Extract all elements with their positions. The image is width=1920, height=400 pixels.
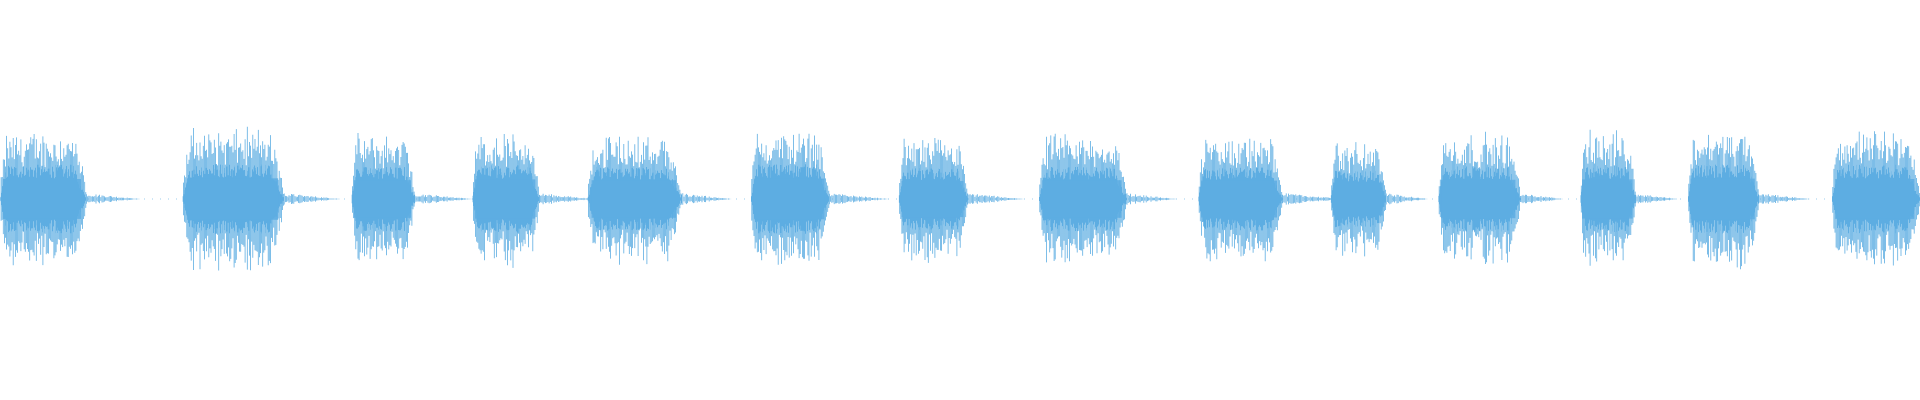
waveform-burst bbox=[587, 136, 732, 265]
waveform-burst-core bbox=[353, 180, 411, 218]
waveform-burst bbox=[1198, 138, 1343, 262]
waveform-burst-core bbox=[591, 180, 676, 218]
waveform-burst-core bbox=[3, 179, 82, 219]
waveform-burst-core bbox=[1441, 179, 1516, 219]
waveform-burst-core bbox=[1201, 180, 1278, 218]
waveform-burst-core bbox=[1835, 179, 1915, 219]
waveform-burst bbox=[182, 126, 340, 271]
waveform-burst-core bbox=[1332, 182, 1383, 216]
waveform-burst bbox=[1688, 134, 1810, 270]
waveform-burst bbox=[898, 138, 1024, 263]
waveform-burst bbox=[1438, 131, 1563, 264]
waveform-burst-core bbox=[1690, 178, 1755, 220]
waveform-burst bbox=[1832, 131, 1920, 266]
waveform-burst bbox=[0, 134, 140, 266]
waveform-burst bbox=[751, 133, 889, 265]
waveform-burst bbox=[1330, 142, 1428, 257]
waveform-burst bbox=[472, 134, 594, 268]
waveform-burst-core bbox=[1042, 180, 1122, 218]
waveform-bursts bbox=[0, 126, 1920, 271]
waveform-burst-core bbox=[753, 178, 825, 220]
waveform-burst-core bbox=[901, 181, 964, 218]
waveform-burst bbox=[351, 133, 473, 261]
waveform-burst bbox=[1580, 129, 1677, 266]
waveform-burst bbox=[1039, 133, 1176, 263]
waveform-burst-core bbox=[1582, 179, 1633, 219]
waveform-burst-core bbox=[186, 178, 279, 220]
waveform-burst-core bbox=[475, 179, 536, 219]
